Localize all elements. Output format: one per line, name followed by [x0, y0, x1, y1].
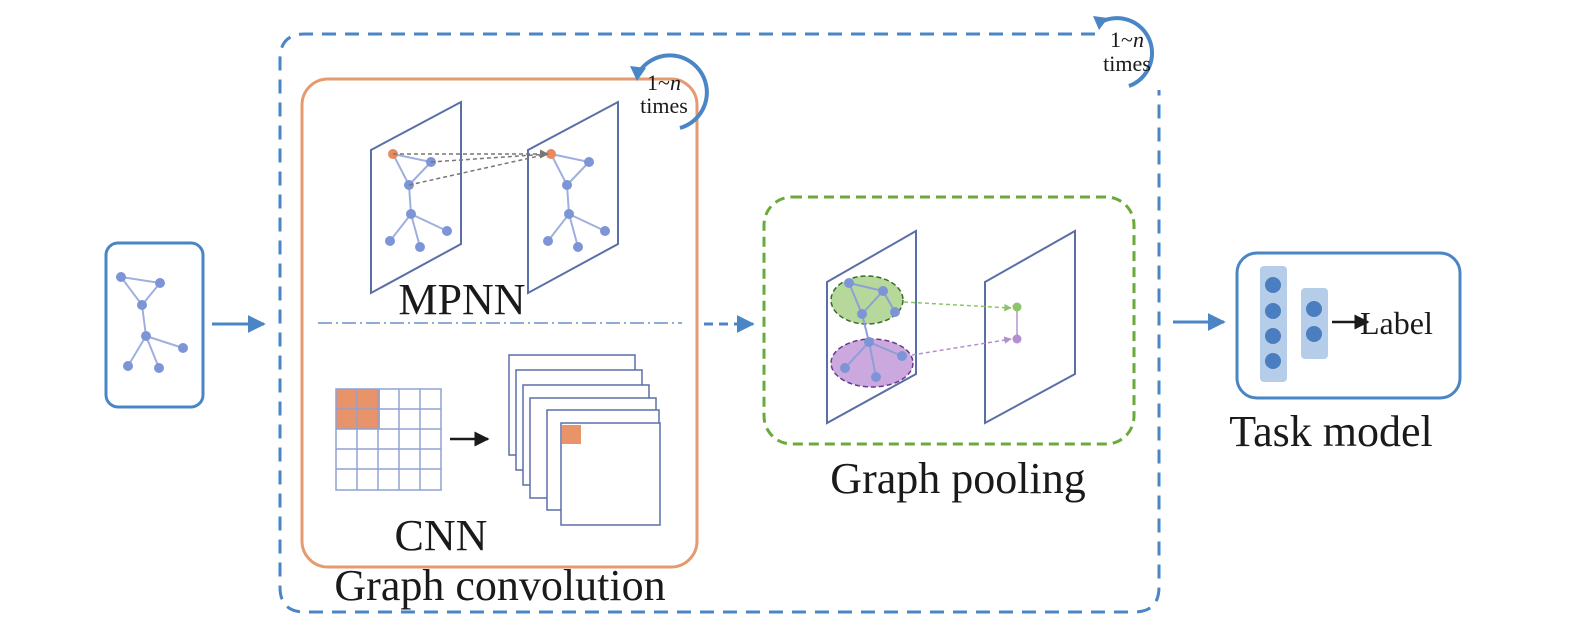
inner-loop-arrow: 1~n times — [630, 53, 709, 130]
task-output-label: Label — [1360, 305, 1433, 341]
outer-loop-unit: times — [1103, 51, 1151, 76]
graph-pooling-illustration — [826, 229, 1076, 425]
task-model-box: Label — [1235, 251, 1462, 400]
mpnn-illustration — [370, 100, 619, 295]
inner-loop-range-var: n — [670, 70, 681, 95]
svg-text:1~n: 1~n — [1110, 27, 1144, 52]
cnn-input-grid — [335, 388, 442, 491]
input-graph-box — [104, 241, 205, 409]
cnn-label: CNN — [395, 511, 488, 560]
graph-convolution-label: Graph convolution — [334, 561, 665, 610]
cnn-feature-maps — [508, 354, 661, 526]
mpnn-label: MPNN — [398, 275, 525, 324]
graph-pooling-frame — [762, 195, 1136, 446]
inner-loop-range-prefix: 1~ — [647, 70, 670, 95]
outer-loop-range-prefix: 1~ — [1110, 27, 1133, 52]
task-model-label: Task model — [1229, 407, 1432, 456]
svg-text:1~n: 1~n — [647, 70, 681, 95]
inner-loop-unit: times — [640, 93, 688, 118]
graph-pooling-label: Graph pooling — [830, 454, 1085, 503]
graph-convolution-frame — [300, 77, 699, 569]
outer-loop-frame — [278, 32, 1161, 614]
outer-loop-arrow: 1~n times — [1093, 16, 1155, 88]
outer-loop-range-var: n — [1133, 27, 1144, 52]
